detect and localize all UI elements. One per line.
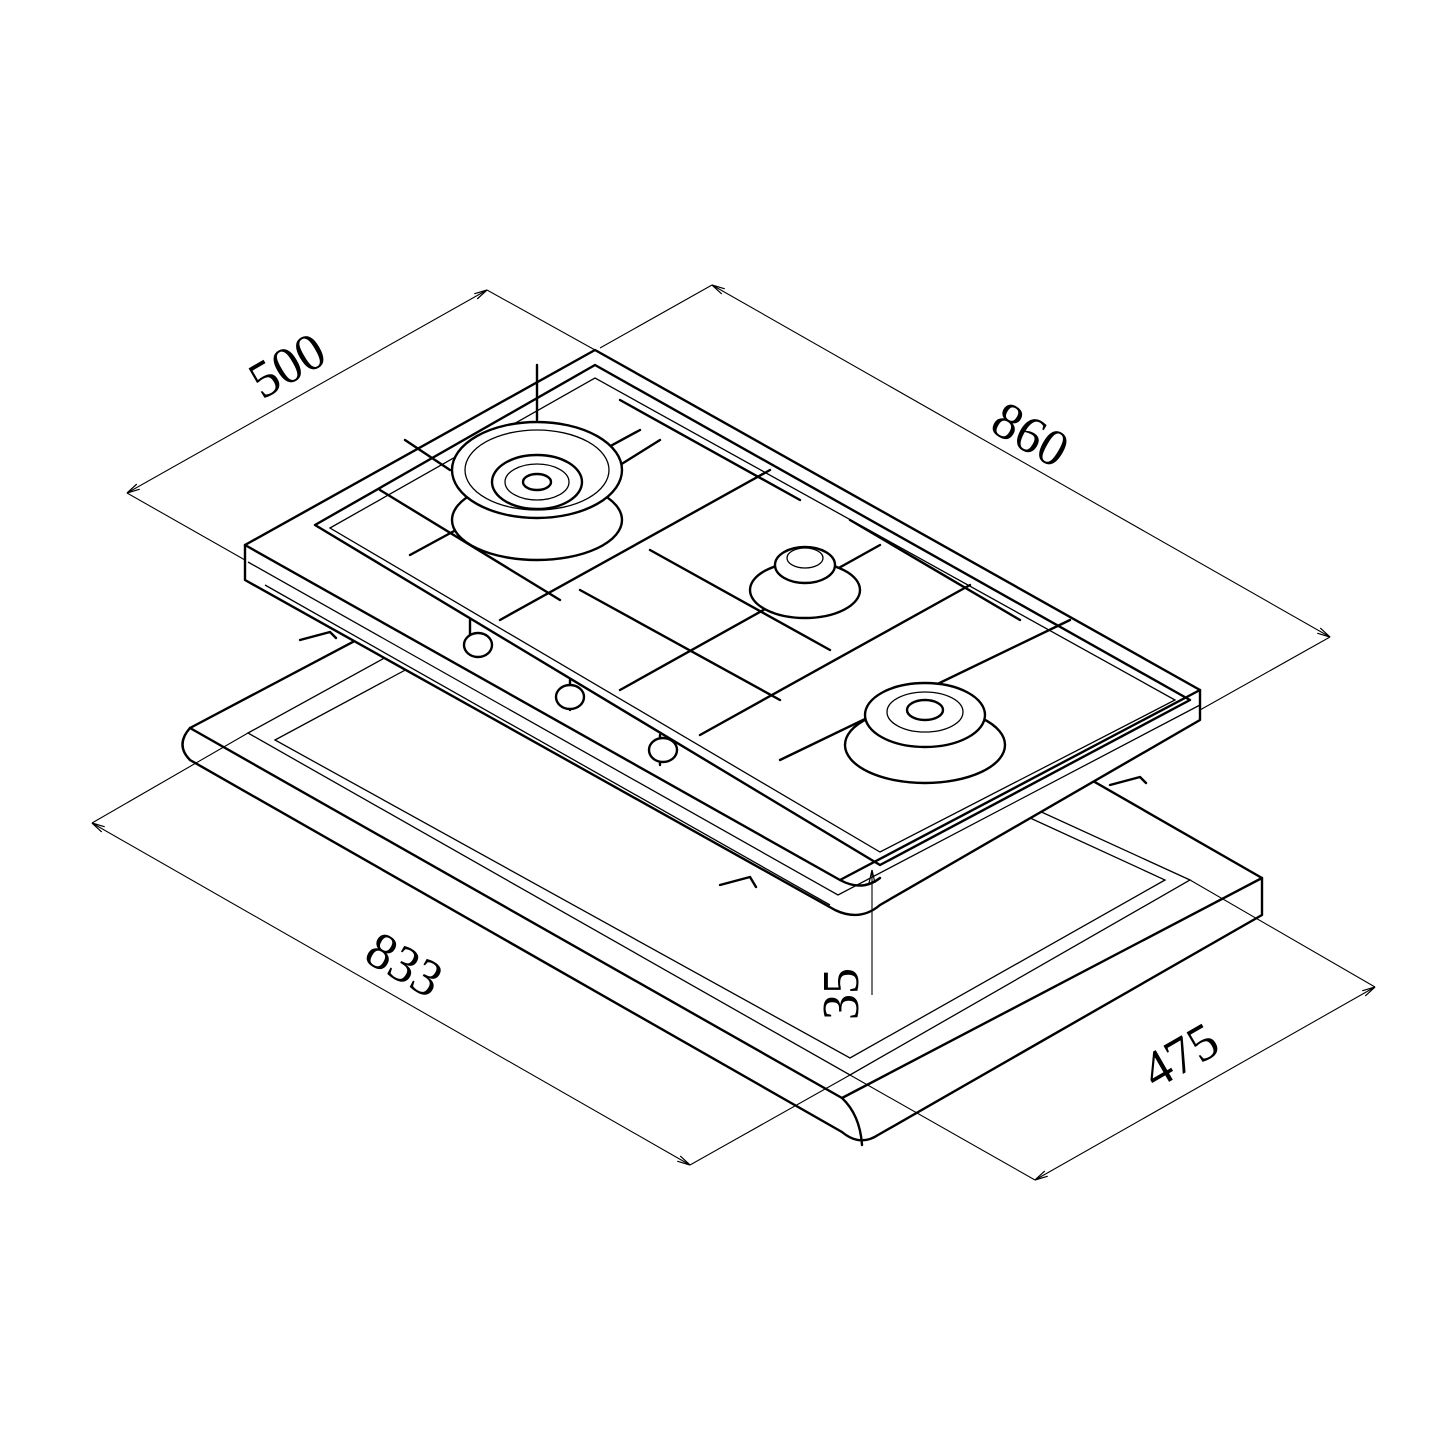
pan-supports — [313, 363, 1192, 867]
dimension-cutout-depth-label: 475 — [1133, 1012, 1229, 1100]
dimension-depth-label: 500 — [240, 322, 336, 410]
burner-semi-rapid — [843, 681, 1007, 785]
dimension-width-label: 860 — [982, 391, 1078, 479]
dimension-height-label: 35 — [813, 968, 870, 1020]
control-knobs — [462, 631, 679, 764]
dimension-lines — [92, 285, 1375, 1180]
burner-wok — [450, 363, 624, 562]
dimension-cutout-width-label: 833 — [356, 921, 452, 1009]
